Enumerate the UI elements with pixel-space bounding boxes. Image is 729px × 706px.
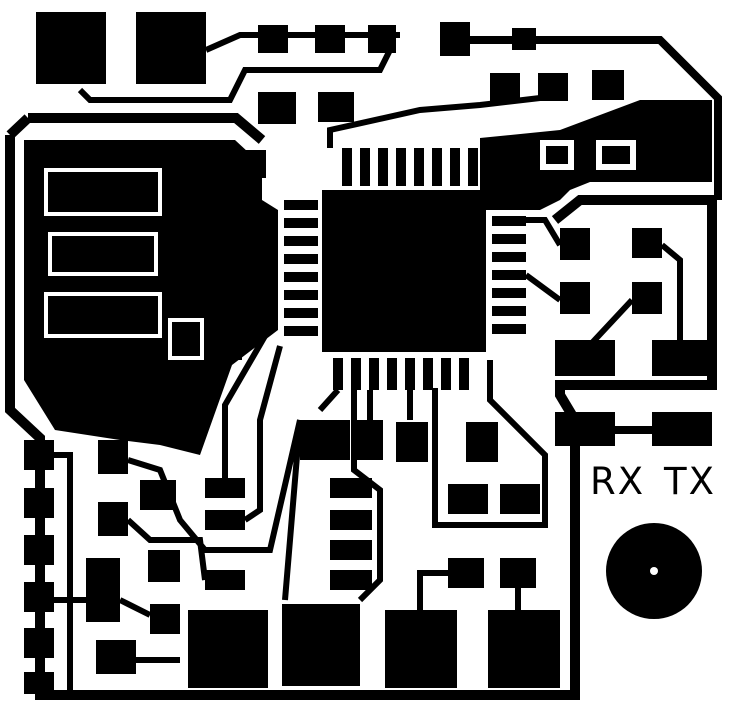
pad-lb12 xyxy=(205,570,245,590)
pad-lb1 xyxy=(98,440,128,474)
ic-center xyxy=(322,190,486,352)
ic-pins-bottom xyxy=(333,358,469,390)
pad-big-b1 xyxy=(385,610,457,688)
pad-row2-a xyxy=(258,92,296,124)
rx-label: RX xyxy=(590,460,645,503)
pad-c2 xyxy=(242,150,266,178)
pad-lb2 xyxy=(98,502,128,536)
pad-m6 xyxy=(500,484,540,514)
pad-top-left-2 xyxy=(136,12,206,84)
pad-top-c xyxy=(368,25,396,53)
ic-pins-right xyxy=(492,198,526,334)
pad-top-b xyxy=(315,25,345,53)
left-bottom-pads xyxy=(24,440,54,694)
pad-m1 xyxy=(300,420,350,460)
board-outline-trace xyxy=(5,113,717,700)
pad-row2-c xyxy=(490,73,520,101)
pad-m8 xyxy=(500,558,536,588)
pad-rx xyxy=(555,412,615,446)
pad-top-left-1 xyxy=(36,12,106,84)
pad-tx xyxy=(652,412,712,446)
pad-lb11 xyxy=(205,510,245,530)
pad-lb15 xyxy=(330,540,372,560)
pad-c8 xyxy=(212,318,242,360)
pad-lb7 xyxy=(150,604,180,634)
pad-r4 xyxy=(632,282,662,314)
pad-m4 xyxy=(466,422,498,462)
pad-lb4 xyxy=(148,550,180,582)
ic-pins-top xyxy=(342,148,478,186)
pad-row2-e xyxy=(592,70,624,100)
pad-top-a xyxy=(258,25,288,53)
pad-row2-b xyxy=(318,92,354,122)
pad-r2 xyxy=(632,228,662,258)
pad-r5 xyxy=(555,340,615,376)
pad-c3 xyxy=(172,200,204,228)
pad-lb14 xyxy=(330,510,372,530)
ic-pins-left xyxy=(284,200,318,336)
pad-lb9 xyxy=(282,604,360,686)
pad-m3 xyxy=(396,422,428,462)
pad-lb6 xyxy=(96,640,136,674)
pad-top-d xyxy=(440,22,470,56)
pad-lb13 xyxy=(330,478,372,498)
pad-c4 xyxy=(228,200,262,228)
pad-c5 xyxy=(174,272,206,302)
pad-r6 xyxy=(652,340,712,376)
pad-big-b2 xyxy=(488,610,560,688)
pad-c6 xyxy=(228,272,262,302)
pad-lb16 xyxy=(330,570,372,590)
pad-lb5 xyxy=(86,558,120,622)
pad-m2 xyxy=(355,420,383,460)
tx-label: TX xyxy=(663,460,716,503)
pad-r3 xyxy=(560,282,590,314)
pad-m5 xyxy=(448,484,488,514)
pad-lb10 xyxy=(205,478,245,498)
pad-r1 xyxy=(560,228,590,260)
pad-lb8 xyxy=(188,610,268,688)
pad-row2-d xyxy=(538,73,568,101)
pad-c1 xyxy=(192,142,226,172)
